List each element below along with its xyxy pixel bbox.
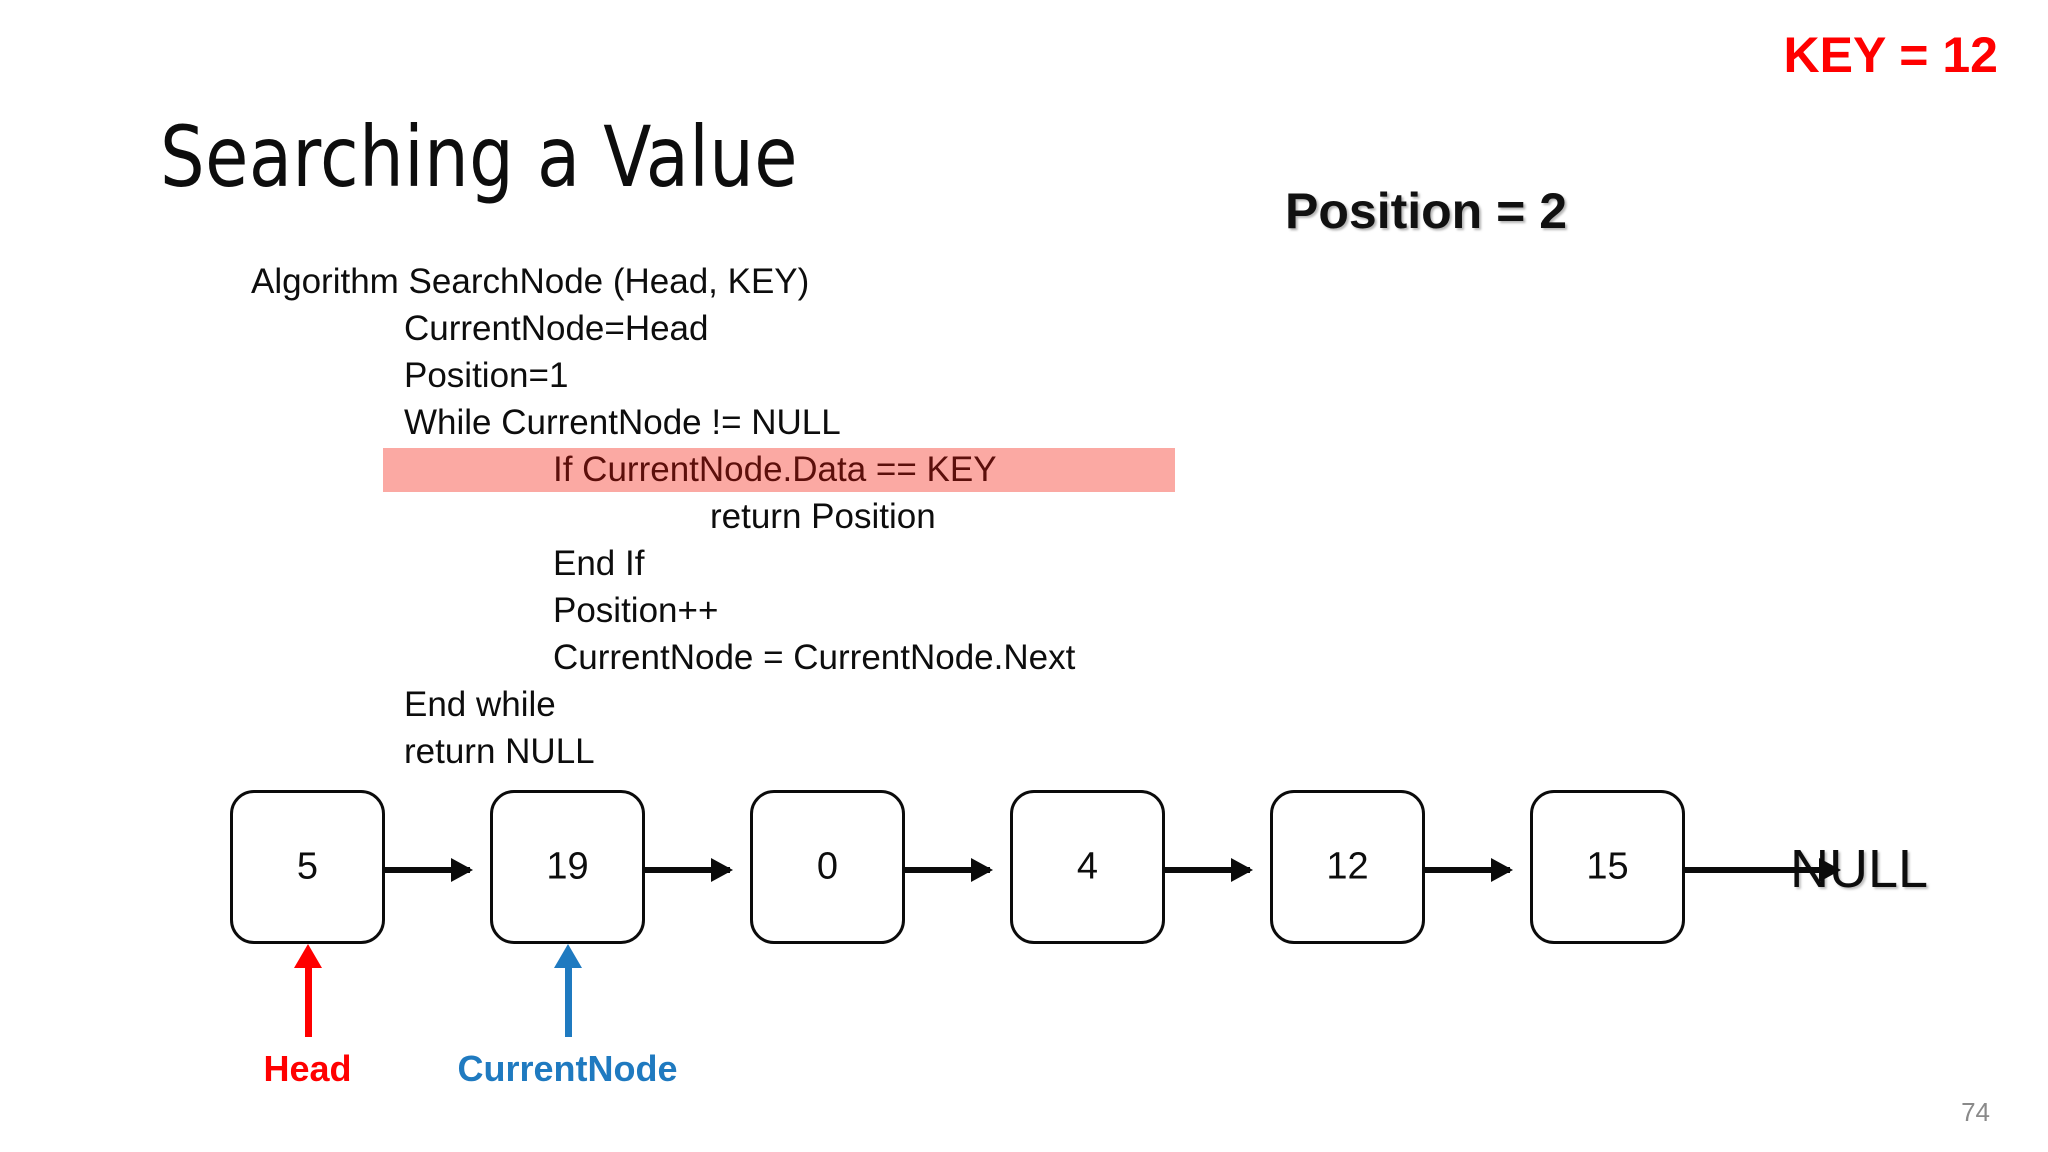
- code-line: return NULL: [0, 728, 2048, 775]
- list-node: 15: [1530, 790, 1685, 944]
- code-line-text: CurrentNode = CurrentNode.Next: [553, 638, 1076, 677]
- list-node-value: 0: [816, 845, 839, 888]
- list-node-value: 15: [1586, 845, 1629, 888]
- code-line-text: return NULL: [404, 732, 595, 771]
- code-line: return Position: [0, 493, 2048, 540]
- code-line: Position=1: [0, 352, 2048, 399]
- code-line: End while: [0, 681, 2048, 728]
- code-line: Position++: [0, 587, 2048, 634]
- list-node-value: 5: [296, 845, 319, 888]
- code-highlight-bar: [383, 448, 1175, 492]
- page-title: Searching a Value: [160, 108, 799, 206]
- list-node: 19: [490, 790, 645, 944]
- algorithm-block: Algorithm SearchNode (Head, KEY) CurrentN…: [0, 258, 2048, 775]
- list-link-arrow: [905, 858, 993, 882]
- code-line-highlighted: If CurrentNode.Data == KEY: [0, 446, 2048, 493]
- code-line-text: Position++: [553, 591, 719, 630]
- list-node: 12: [1270, 790, 1425, 944]
- code-line: CurrentNode = CurrentNode.Next: [0, 634, 2048, 681]
- list-link-arrow: [1165, 858, 1253, 882]
- page-number: 74: [1961, 1097, 1990, 1127]
- code-line: While CurrentNode != NULL: [0, 399, 2048, 446]
- position-value-label: Position = 2: [1285, 183, 1568, 239]
- code-line-text: Algorithm SearchNode (Head, KEY): [251, 262, 810, 301]
- code-line-text: return Position: [710, 497, 936, 536]
- code-line-text: While CurrentNode != NULL: [404, 403, 841, 442]
- key-value-label: KEY = 12: [1783, 27, 1998, 83]
- list-link-arrow: [385, 858, 473, 882]
- pointer-arrow-shaft: [564, 965, 572, 1037]
- code-line: End If: [0, 540, 2048, 587]
- code-line-text: End while: [404, 685, 556, 724]
- code-line-text: CurrentNode=Head: [404, 309, 709, 348]
- pointer-arrow-head: [553, 944, 582, 968]
- code-line-text: Position=1: [404, 356, 569, 395]
- pointer-arrow-shaft: [304, 965, 312, 1037]
- list-link-arrow: [645, 858, 733, 882]
- code-line: Algorithm SearchNode (Head, KEY): [0, 258, 2048, 305]
- code-line-text: End If: [553, 544, 645, 583]
- list-node: 4: [1010, 790, 1165, 944]
- list-node-value: 19: [546, 845, 589, 888]
- list-node-value: 12: [1326, 845, 1369, 888]
- pointer-label-currentnode: CurrentNode: [457, 1048, 678, 1089]
- list-node-value: 4: [1076, 845, 1099, 888]
- pointer-arrow-head: [293, 944, 322, 968]
- list-link-arrow: [1425, 858, 1513, 882]
- list-node: 0: [750, 790, 905, 944]
- pointer-label-head: Head: [263, 1048, 352, 1089]
- list-node: 5: [230, 790, 385, 944]
- code-line-text: If CurrentNode.Data == KEY: [553, 450, 997, 489]
- code-line: CurrentNode=Head: [0, 305, 2048, 352]
- list-link-arrow: [1685, 858, 1841, 882]
